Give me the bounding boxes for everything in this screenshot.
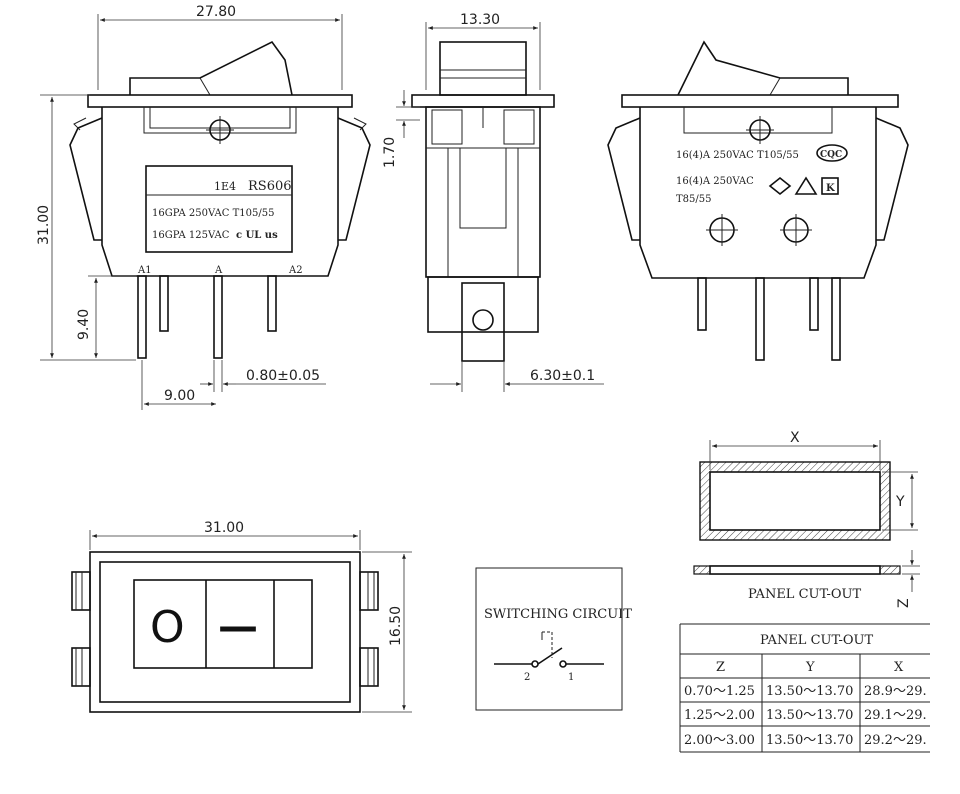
table-cell: 29.2～29.	[864, 733, 927, 748]
table-cell: 13.50～13.70	[766, 733, 853, 748]
dim-tab-width: 6.30±0.1	[530, 368, 595, 384]
ul-mark: c UL us	[236, 230, 278, 241]
front-model: RS606	[248, 179, 292, 194]
front-view: 1E4 RS606 16GPA 250VAC T105/55 16GPA 125…	[36, 4, 371, 410]
back-rating-1: 16(4)A 250VAC T105/55	[676, 150, 799, 161]
circuit-pin-1: 1	[568, 672, 574, 683]
front-rating-2: 16GPA 125VAC	[152, 230, 230, 241]
table-header-z: Z	[716, 660, 725, 675]
pin-label-a2: A2	[288, 265, 303, 276]
switching-circuit: SWITCHING CIRCUIT 2 1	[475, 567, 632, 711]
circuit-title: SWITCHING CIRCUIT	[484, 607, 632, 622]
table-title: PANEL CUT-OUT	[760, 633, 873, 648]
front-rating-1: 16GPA 250VAC T105/55	[152, 208, 274, 219]
table-cell: 2.00～3.00	[684, 733, 755, 748]
dim-pin-width: 0.80±0.05	[246, 368, 320, 384]
pin-label-a: A	[214, 265, 223, 276]
front-code: 1E4	[214, 180, 236, 193]
side-view: 13.30 1.70 6.30±0.1	[382, 12, 604, 392]
dim-width-top: 27.80	[196, 4, 236, 20]
table-cell: 13.50～13.70	[766, 684, 853, 699]
back-rating-3: T85/55	[676, 194, 712, 205]
circuit-pin-2: 2	[524, 672, 530, 683]
bottom-view: O — 31.00 16.50	[71, 520, 412, 713]
dim-bottom-width: 31.00	[204, 520, 244, 536]
dim-bottom-height: 16.50	[388, 606, 404, 646]
dim-side-width: 13.30	[460, 12, 500, 28]
dim-height: 31.00	[36, 205, 52, 245]
cutout-z-label: Z	[896, 598, 912, 608]
table-cell: 29.1～29.	[864, 708, 927, 723]
dim-side-step: 1.70	[382, 137, 398, 168]
dim-pin-length: 9.40	[76, 309, 92, 340]
cutout-x-label: X	[790, 430, 800, 446]
back-view: 16(4)A 250VAC T105/55 CQC 16(4)A 250VAC …	[607, 40, 909, 361]
on-symbol: —	[218, 604, 258, 650]
back-rating-2: 16(4)A 250VAC	[676, 176, 754, 187]
kc-mark: K	[826, 183, 835, 194]
table-cell: 0.70～1.25	[684, 684, 755, 699]
cutout-title: PANEL CUT-OUT	[748, 587, 861, 602]
off-symbol: O	[150, 602, 185, 653]
panel-cutout: X Y Z PANEL CUT-OUT	[693, 430, 920, 608]
cutout-y-label: Y	[895, 494, 905, 510]
pin-label-a1: A1	[137, 265, 152, 276]
dim-pin-spacing: 9.00	[164, 388, 195, 404]
table-cell: 28.9～29.	[864, 684, 927, 699]
table-header-y: Y	[805, 660, 815, 675]
table-cell: 13.50～13.70	[766, 708, 853, 723]
table-header-x: X	[894, 660, 904, 675]
table-cell: 1.25～2.00	[684, 708, 755, 723]
cutout-table: PANEL CUT-OUT Z Y X 0.70～1.25 13.50～13.7…	[679, 623, 930, 753]
cqc-mark: CQC	[820, 150, 842, 160]
